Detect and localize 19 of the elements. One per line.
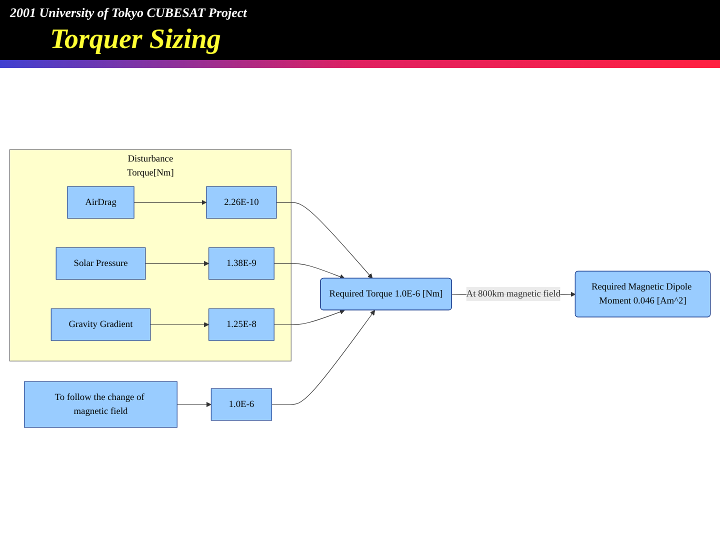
node-box: 1.0E-6 — [210, 388, 272, 420]
node-box: 1.25E-8 — [208, 308, 274, 340]
arrow — [274, 262, 345, 279]
arrow — [134, 199, 207, 205]
node-box: Gravity Gradient — [50, 308, 151, 340]
arrow — [274, 308, 345, 324]
arrow — [271, 310, 376, 404]
node-box: AirDrag — [67, 186, 134, 218]
slide-title: Torquer Sizing — [50, 24, 222, 56]
header-text: 2001 University of Tokyo CUBESAT Project — [10, 5, 247, 20]
node-box: 1.38E-9 — [208, 246, 274, 280]
node-box: To follow the change of magnetic field — [24, 380, 178, 428]
edge-label: At 800km magnetic field — [466, 288, 561, 298]
node-box: 2.26E-10 — [206, 186, 277, 218]
arrow — [150, 322, 210, 327]
arrow — [145, 260, 210, 266]
arrow — [276, 202, 373, 278]
node-box: Solar Pressure — [56, 246, 146, 280]
arrow — [176, 401, 212, 407]
